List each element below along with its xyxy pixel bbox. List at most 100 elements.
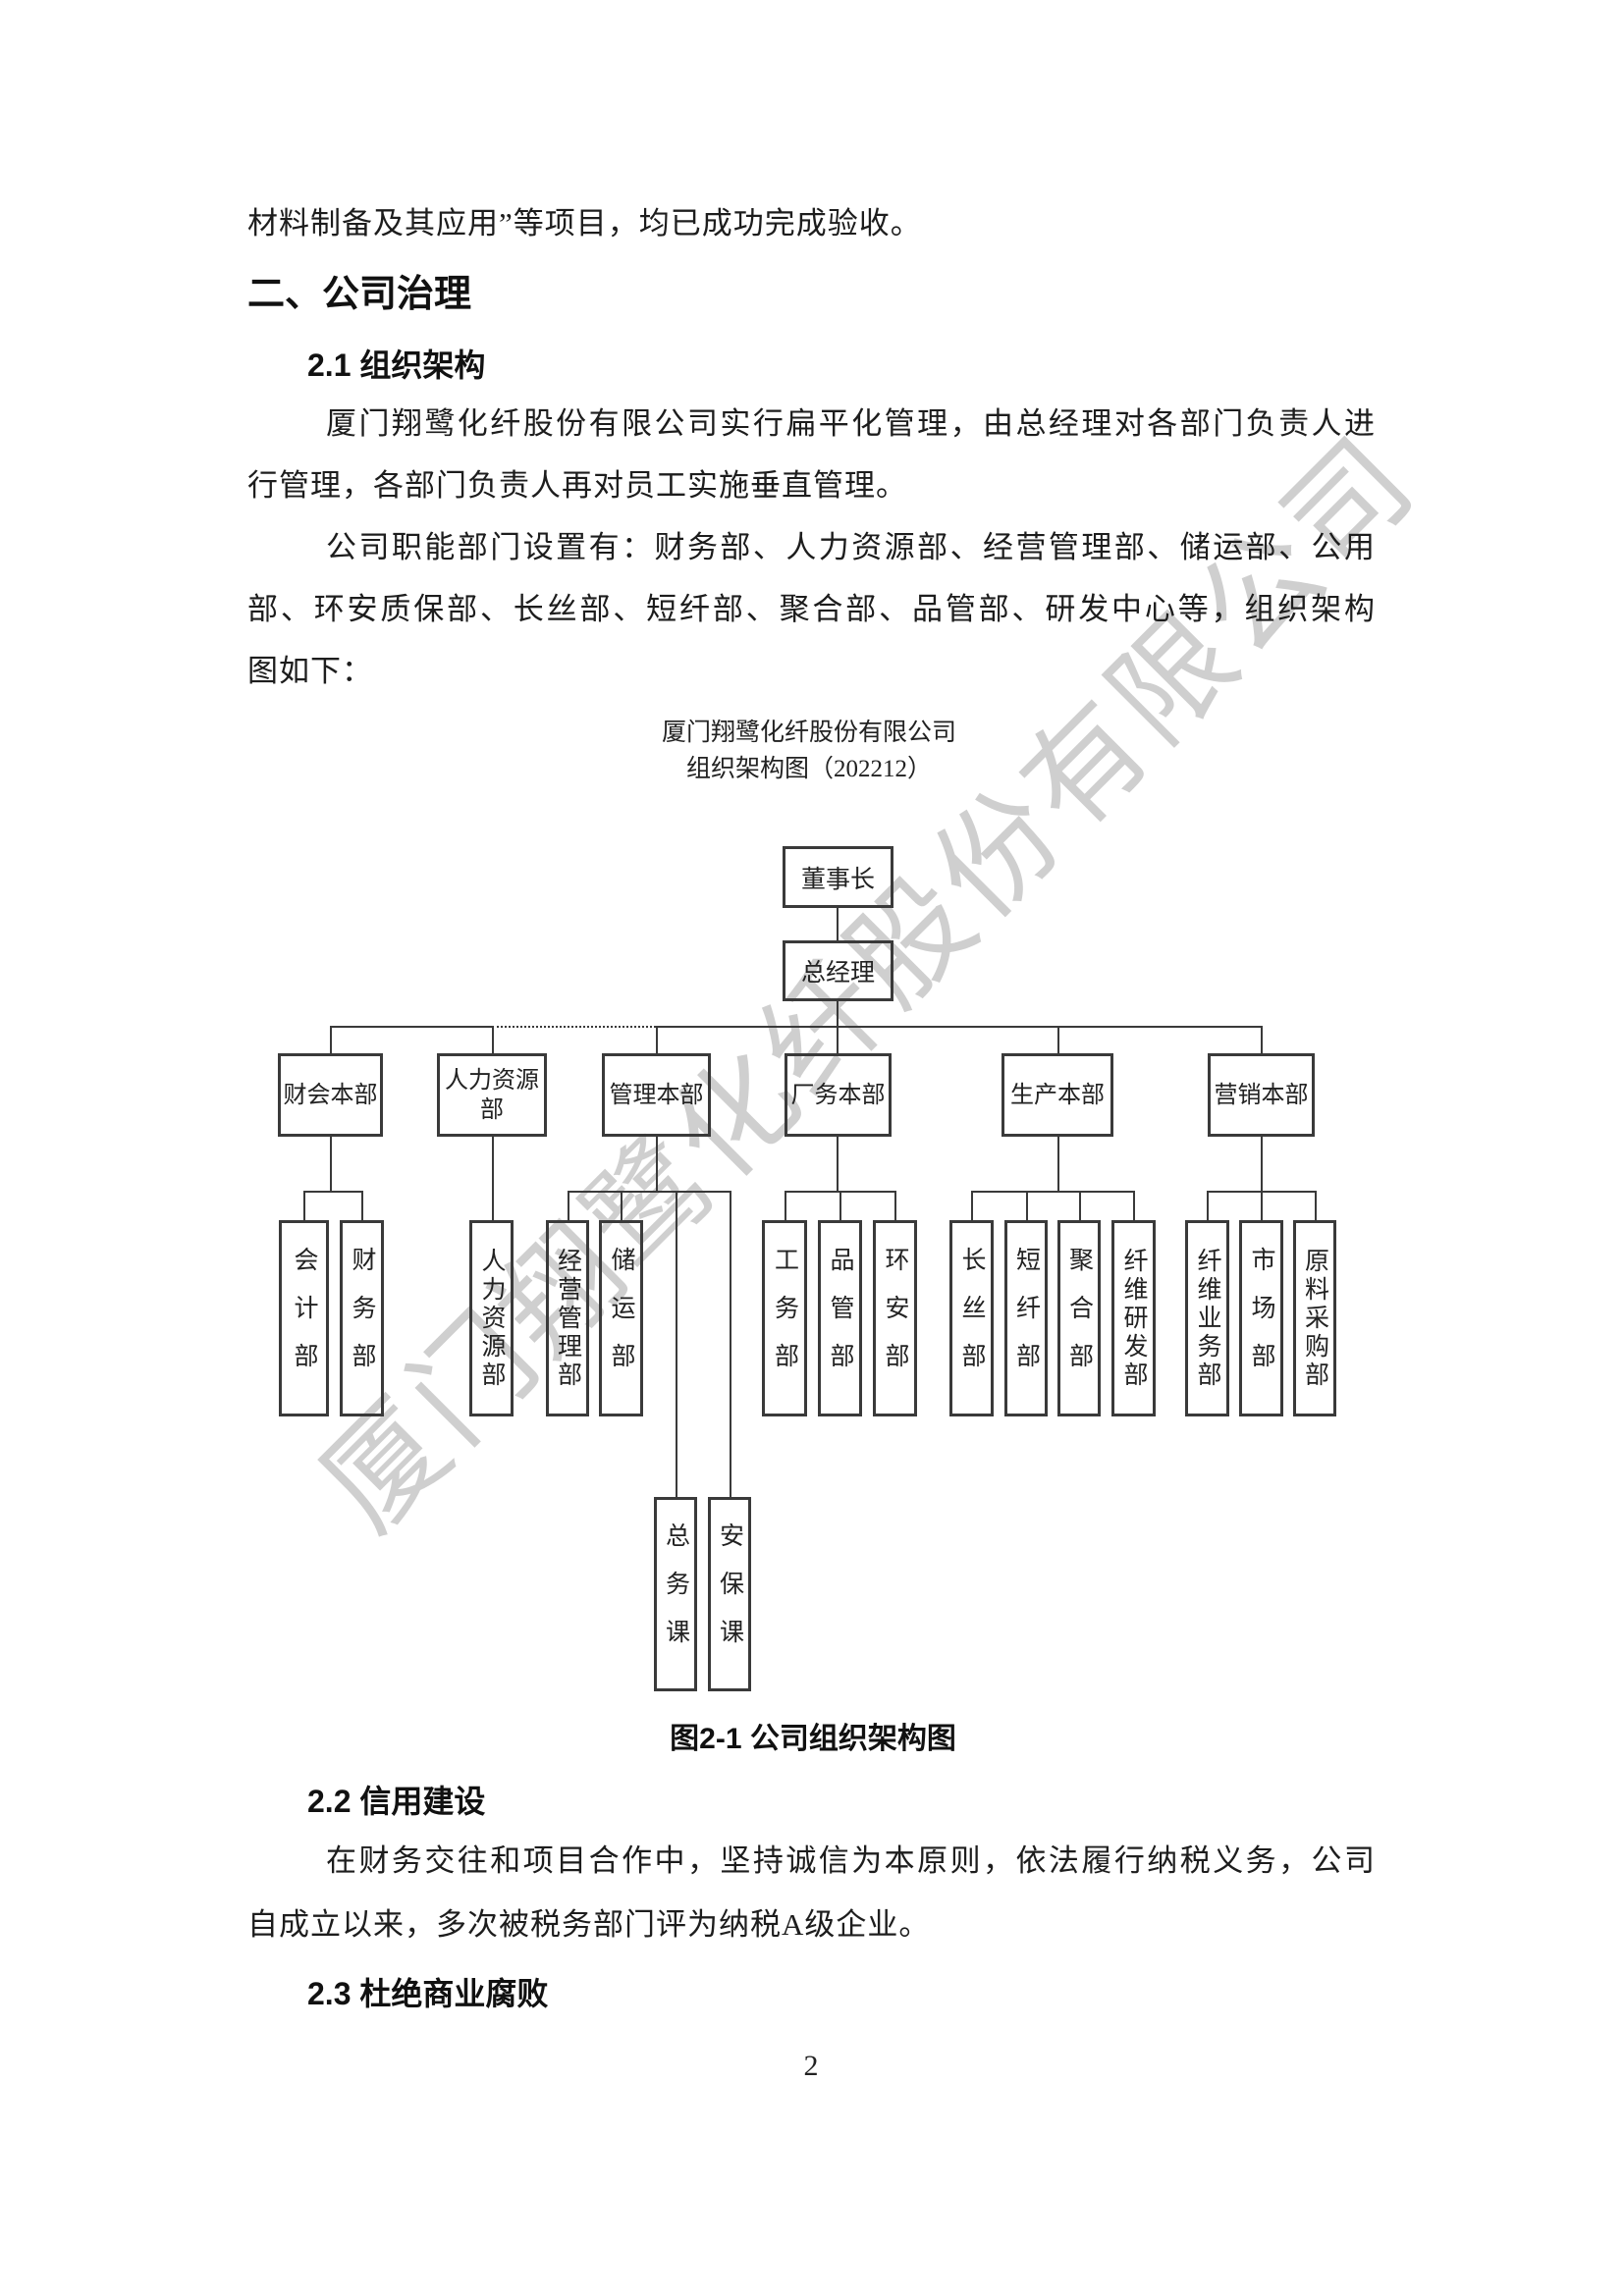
org-box-label: 管理本部 <box>609 1082 704 1108</box>
org-chart-title: 厦门翔鹭化纤股份有限公司 组织架构图（202212） <box>662 715 956 787</box>
intro-line: 材料制备及其应用”等项目，均已成功完成验收。 <box>247 206 922 240</box>
connector-line <box>837 1137 839 1191</box>
connector-line <box>971 1191 973 1220</box>
org-box-label: 人力资源部 <box>445 1067 539 1123</box>
paragraph2-line3: 图如下： <box>247 654 373 688</box>
org-box-dept-hr: 人力资源部 <box>469 1220 514 1416</box>
connector-line <box>330 1137 332 1191</box>
connector-line <box>1133 1191 1135 1220</box>
org-box-label: 原料采购部 <box>1301 1247 1328 1390</box>
connector-line <box>785 1191 786 1220</box>
connector-line <box>568 1191 730 1193</box>
connector-line <box>1057 1026 1059 1053</box>
org-box-label: 生产本部 <box>1010 1082 1105 1108</box>
org-box-label: 财务部 <box>349 1246 375 1391</box>
org-box-division-marketing: 营销本部 <box>1208 1053 1315 1137</box>
org-box-label: 经营管理部 <box>554 1247 581 1390</box>
org-box-label: 短纤部 <box>1012 1246 1040 1391</box>
org-box-dept-engineering: 工务部 <box>762 1220 807 1416</box>
connector-line <box>1315 1191 1317 1220</box>
org-box-label: 厂务本部 <box>790 1082 886 1108</box>
org-box-general-manager-label: 总经理 <box>800 960 875 987</box>
connector-line <box>568 1191 569 1220</box>
org-box-label: 市场部 <box>1248 1246 1274 1391</box>
org-box-label: 长丝部 <box>958 1246 985 1391</box>
section-heading-2: 二、公司治理 <box>247 274 472 315</box>
org-box-label: 储运部 <box>608 1246 634 1391</box>
org-box-division-admin: 管理本部 <box>602 1053 711 1137</box>
connector-line <box>656 1137 658 1191</box>
figure-caption: 图2-1 公司组织架构图 <box>670 1723 956 1755</box>
connector-line <box>839 1191 841 1220</box>
org-chart-title-line1: 厦门翔鹭化纤股份有限公司 <box>661 720 957 746</box>
connector-line <box>656 1026 1261 1028</box>
connector-line <box>621 1191 623 1220</box>
section-heading-2-1: 2.1 组织架构 <box>307 347 486 383</box>
connector-line <box>1261 1191 1263 1220</box>
org-box-label: 品管部 <box>827 1246 853 1391</box>
org-box-dept-market: 市场部 <box>1239 1220 1283 1416</box>
org-box-general-affairs-section: 总务课 <box>654 1497 697 1691</box>
paragraph3-line2: 自成立以来，多次被税务部门评为纳税A级企业。 <box>247 1907 931 1942</box>
org-box-label: 纤维研发部 <box>1120 1247 1147 1390</box>
page-number: 2 <box>803 2050 819 2082</box>
org-box-label: 财会本部 <box>283 1082 378 1108</box>
connector-line <box>1261 1026 1263 1053</box>
org-box-label: 会计部 <box>291 1246 317 1391</box>
paragraph3-line1: 在财务交往和项目合作中，坚持诚信为本原则，依法履行纳税义务，公司 <box>326 1843 1375 1878</box>
org-box-division-production: 生产本部 <box>1001 1053 1113 1137</box>
connector-line <box>492 1137 494 1220</box>
section-heading-2-3: 2.3 杜绝商业腐败 <box>307 1976 549 2011</box>
connector-line <box>1261 1137 1263 1191</box>
paragraph2-line1: 公司职能部门设置有：财务部、人力资源部、经营管理部、储运部、公用 <box>326 530 1375 564</box>
org-chart-title-line2: 组织架构图（202212） <box>685 756 933 782</box>
connector-line <box>492 1026 494 1053</box>
connector-line <box>837 1026 839 1053</box>
connector-line-dotted <box>492 1026 656 1028</box>
org-box-dept-quality: 品管部 <box>818 1220 862 1416</box>
org-box-dept-fiber-business: 纤维业务部 <box>1185 1220 1229 1416</box>
org-box-label: 工务部 <box>771 1246 798 1391</box>
org-box-dept-storage-transport: 储运部 <box>599 1220 643 1416</box>
org-box-dept-accounting: 会计部 <box>279 1220 329 1416</box>
connector-line <box>361 1191 363 1220</box>
connector-line <box>1026 1191 1028 1220</box>
paragraph2-line2: 部、环安质保部、长丝部、短纤部、聚合部、品管部、研发中心等，组织架构 <box>247 592 1375 626</box>
org-box-dept-operations-mgmt: 经营管理部 <box>546 1220 589 1416</box>
connector-line <box>303 1191 362 1193</box>
org-box-chairman-label: 董事长 <box>800 866 875 893</box>
paragraph1-line1: 厦门翔鹭化纤股份有限公司实行扁平化管理，由总经理对各部门负责人进 <box>326 406 1375 441</box>
org-box-division-plant: 厂务本部 <box>785 1053 892 1137</box>
paragraph1-line2: 行管理，各部门负责人再对员工实施垂直管理。 <box>247 468 907 503</box>
connector-line <box>656 1026 658 1053</box>
connector-line <box>303 1191 305 1220</box>
connector-line <box>1207 1191 1209 1220</box>
org-box-security-section: 安保课 <box>708 1497 751 1691</box>
connector-line <box>837 1001 839 1026</box>
org-box-dept-staple-fiber: 短纤部 <box>1004 1220 1048 1416</box>
connector-line <box>676 1191 677 1497</box>
org-box-label: 人力资源部 <box>478 1247 505 1390</box>
connector-line <box>837 908 839 940</box>
connector-line <box>330 1026 332 1053</box>
connector-line <box>1057 1137 1059 1191</box>
org-box-general-manager: 总经理 <box>783 940 893 1001</box>
org-box-chairman: 董事长 <box>783 846 893 908</box>
org-box-label: 总务课 <box>662 1522 689 1667</box>
org-box-dept-filament: 长丝部 <box>949 1220 994 1416</box>
org-box-label: 安保课 <box>716 1522 743 1667</box>
connector-line <box>1079 1191 1081 1220</box>
org-box-dept-fiber-rnd: 纤维研发部 <box>1111 1220 1156 1416</box>
org-box-label: 纤维业务部 <box>1194 1247 1220 1390</box>
connector-line <box>730 1191 731 1497</box>
org-box-division-hr: 人力资源部 <box>437 1053 547 1137</box>
section-heading-2-2: 2.2 信用建设 <box>307 1784 486 1819</box>
org-box-dept-raw-material-purchasing: 原料采购部 <box>1293 1220 1336 1416</box>
connector-line <box>971 1191 1134 1193</box>
org-box-label: 聚合部 <box>1065 1246 1093 1391</box>
org-box-dept-finance: 财务部 <box>340 1220 384 1416</box>
connector-line <box>894 1191 896 1220</box>
org-box-dept-polymerization: 聚合部 <box>1057 1220 1101 1416</box>
connector-line <box>330 1026 492 1028</box>
